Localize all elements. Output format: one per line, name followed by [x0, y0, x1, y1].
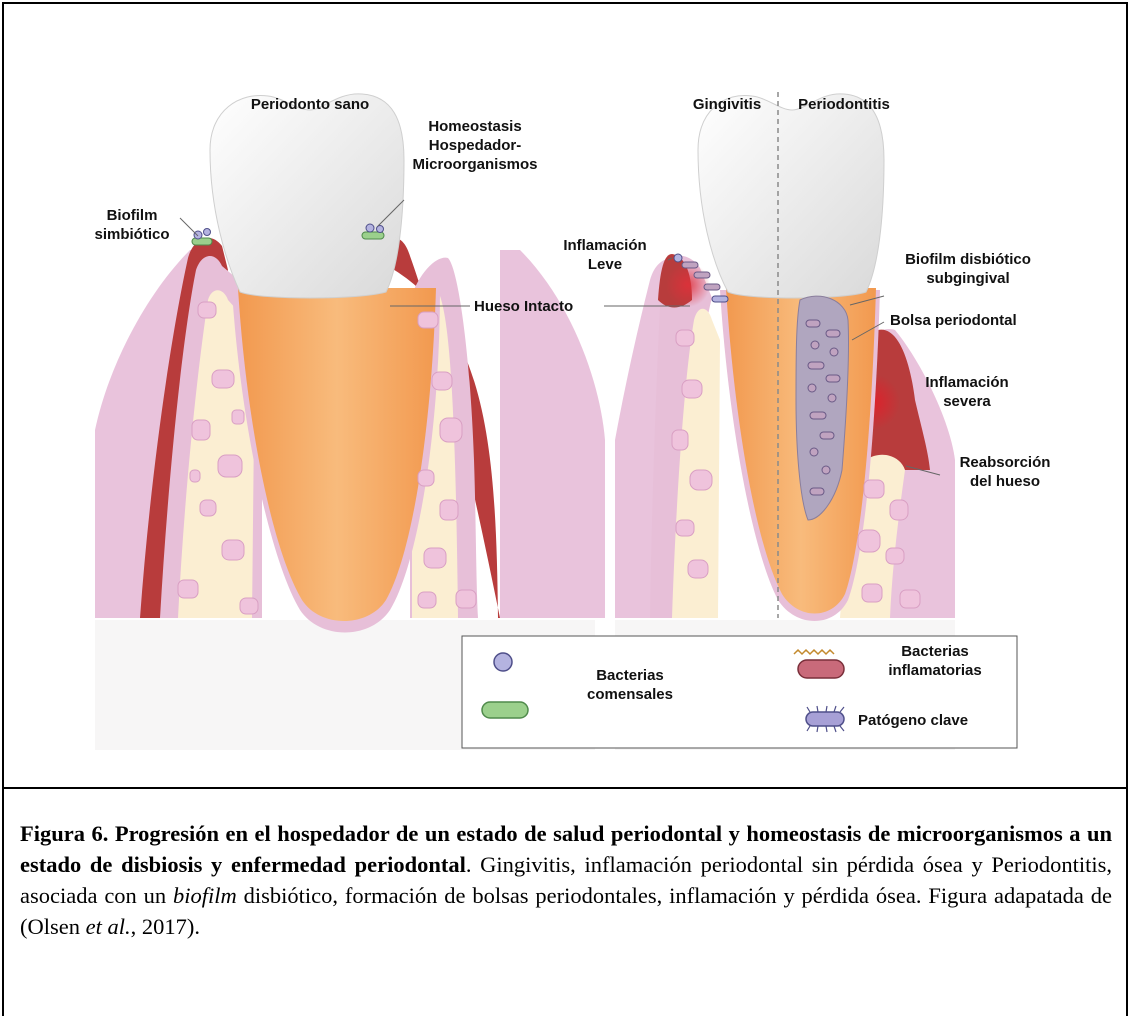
caption-italic-1: biofilm: [173, 883, 237, 908]
label-inflamacion-leve-line2: Leve: [550, 255, 660, 274]
symbiotic-biofilm-left: [192, 229, 212, 246]
label-biofilm-line1: Biofilm: [82, 206, 182, 225]
label-inflamacion-severa: Inflamación severa: [912, 373, 1022, 411]
label-biofilm-disbiotico: Biofilm disbiótico subgingival: [878, 250, 1058, 288]
label-inflamacion-leve-line1: Inflamación: [550, 236, 660, 255]
legend-comensales: Bacterias comensales: [570, 666, 690, 704]
label-homeostasis-line2: Hospedador-: [400, 136, 550, 155]
commensal-coccus-icon: [494, 653, 512, 671]
label-periodonto-sano: Periodonto sano: [215, 95, 405, 114]
commensal-rod-icon: [482, 702, 528, 718]
label-homeostasis-line1: Homeostasis: [400, 117, 550, 136]
label-reabsorcion: Reabsorción del hueso: [940, 453, 1070, 491]
label-inflamacion-severa-line1: Inflamación: [912, 373, 1022, 392]
label-biofilm-line2: simbiótico: [82, 225, 182, 244]
label-periodontitis: Periodontitis: [784, 95, 904, 114]
legend-comensales-line1: Bacterias: [570, 666, 690, 685]
crown-diseased: [698, 94, 884, 298]
label-hueso-intacto: Hueso Intacto: [474, 297, 573, 316]
label-biofilm-simbiotico: Biofilm simbiótico: [82, 206, 182, 244]
label-reabsorcion-line2: del hueso: [940, 472, 1070, 491]
mild-inflammation: [666, 263, 710, 307]
legend-inflamatorias-line1: Bacterias: [870, 642, 1000, 661]
label-biofilm-disbiotico-line2: subgingival: [878, 269, 1058, 288]
inflammatory-rod-icon: [798, 660, 844, 678]
crown: [210, 94, 404, 298]
label-bolsa-periodontal: Bolsa periodontal: [890, 311, 1017, 330]
label-inflamacion-leve: Inflamación Leve: [550, 236, 660, 274]
label-inflamacion-severa-line2: severa: [912, 392, 1022, 411]
figure-caption: Figura 6. Progresión en el hospedador de…: [20, 818, 1112, 942]
caption-text-3: , 2017).: [131, 914, 200, 939]
caption-italic-2: et al.: [86, 914, 131, 939]
label-reabsorcion-line1: Reabsorción: [940, 453, 1070, 472]
label-gingivitis: Gingivitis: [682, 95, 772, 114]
legend-patogeno-clave: Patógeno clave: [858, 711, 968, 730]
legend-inflamatorias-line2: inflamatorias: [870, 661, 1000, 680]
label-homeostasis: Homeostasis Hospedador- Microorganismos: [400, 117, 550, 174]
label-homeostasis-line3: Microorganismos: [400, 155, 550, 174]
label-biofilm-disbiotico-line1: Biofilm disbiótico: [878, 250, 1058, 269]
legend-inflamatorias: Bacterias inflamatorias: [870, 642, 1000, 680]
legend-comensales-line2: comensales: [570, 685, 690, 704]
